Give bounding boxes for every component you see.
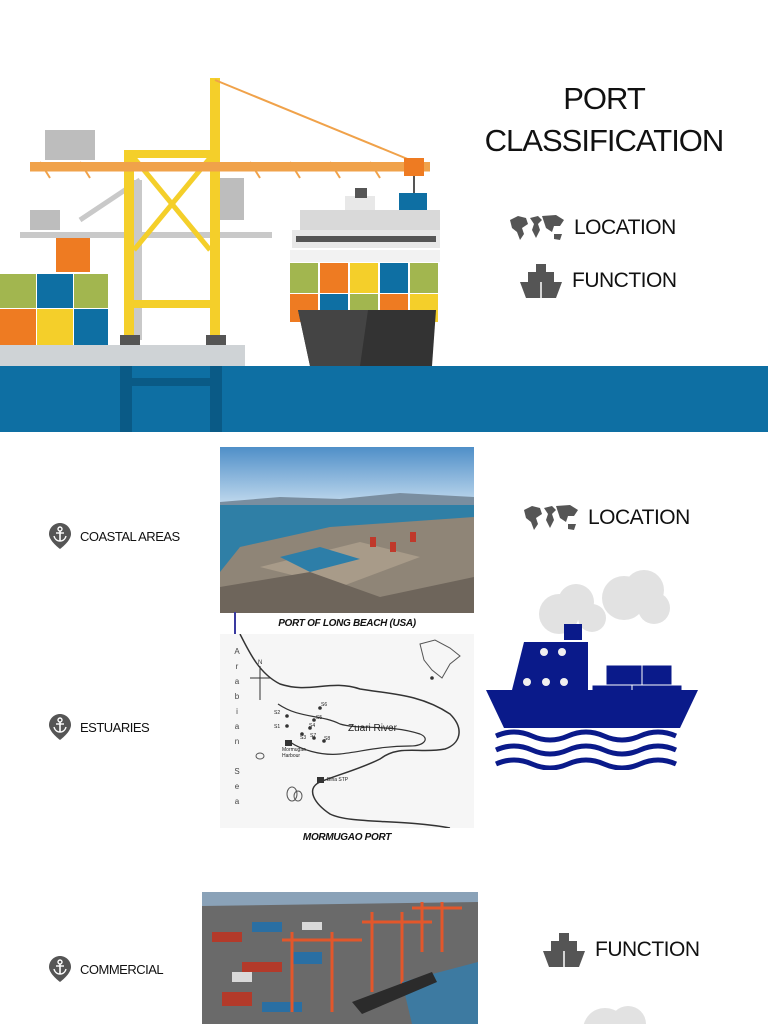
item-estuaries-label: ESTUARIES bbox=[80, 719, 150, 735]
station-label: S2 bbox=[274, 710, 281, 716]
station-label: S8 bbox=[324, 736, 331, 742]
photo-marker bbox=[234, 612, 236, 634]
sea-letter: A bbox=[234, 647, 240, 656]
sea-letter: n bbox=[234, 737, 240, 746]
item-coastal-areas-label: COASTAL AREAS bbox=[80, 528, 180, 544]
station-label: S3 bbox=[300, 735, 307, 741]
station-label: S1 bbox=[274, 724, 281, 730]
station-label: S7 bbox=[310, 733, 317, 739]
mormugao-map: N A r a b i a n S e a Zuari River Mormug… bbox=[220, 633, 474, 829]
commercial-port-photo bbox=[202, 892, 478, 1024]
item-commercial: COMMERCIAL bbox=[48, 955, 164, 983]
item-commercial-label: COMMERCIAL bbox=[80, 961, 164, 977]
ship-icon bbox=[543, 933, 585, 967]
anchor-icon bbox=[49, 523, 71, 549]
item-coastal-areas: COASTAL AREAS bbox=[48, 522, 180, 550]
dock bbox=[0, 345, 245, 366]
port-illustration bbox=[0, 78, 768, 432]
map-river-label: Zuari River bbox=[348, 723, 397, 734]
crane-leg-right bbox=[210, 78, 220, 340]
sea-band bbox=[0, 366, 768, 432]
page-title: PORT CLASSIFICATION bbox=[470, 78, 738, 162]
function-heading-label: FUNCTION bbox=[595, 938, 700, 961]
item-estuaries: ESTUARIES bbox=[48, 713, 150, 741]
location-heading-label: LOCATION bbox=[588, 506, 690, 529]
sea-letter: a bbox=[234, 797, 240, 806]
crane-boom bbox=[30, 162, 430, 170]
legend-function-label: FUNCTION bbox=[572, 269, 677, 292]
map-sea-label: A r a b i a n S e a bbox=[232, 644, 242, 809]
title-line-1: PORT bbox=[563, 81, 646, 116]
location-heading: LOCATION bbox=[522, 502, 690, 534]
ship-icon bbox=[520, 264, 562, 298]
caption-mormugao: MORMUGAO PORT bbox=[302, 832, 392, 843]
svg-text:N: N bbox=[258, 660, 262, 666]
anchor-icon bbox=[49, 956, 71, 982]
sea-letter: a bbox=[234, 722, 240, 731]
sea-letter: a bbox=[234, 677, 240, 686]
legend-location: LOCATION bbox=[508, 212, 676, 244]
map-stp-label: Bina STP bbox=[327, 777, 349, 783]
title-line-2: CLASSIFICATION bbox=[484, 123, 725, 158]
station-label: S6 bbox=[321, 702, 328, 708]
world-map-icon bbox=[510, 215, 564, 240]
crane-leg-left bbox=[124, 150, 134, 340]
sea-letter: S bbox=[234, 767, 240, 776]
map-harbour-label: Mormugao Harbour bbox=[282, 747, 306, 759]
caption-long-beach: PORT OF LONG BEACH (USA) bbox=[278, 618, 416, 629]
station-label: S4 bbox=[309, 723, 316, 729]
legend-location-label: LOCATION bbox=[574, 216, 676, 239]
anchor-icon bbox=[49, 714, 71, 740]
world-map-icon bbox=[524, 505, 578, 530]
sea-letter: r bbox=[235, 662, 239, 671]
sea-letter: b bbox=[234, 692, 240, 701]
cargo-ship-clipart bbox=[486, 570, 698, 770]
long-beach-photo bbox=[220, 447, 474, 613]
sea-letter: e bbox=[234, 782, 240, 791]
sea-letter: i bbox=[236, 707, 238, 716]
legend-function: FUNCTION bbox=[518, 262, 677, 300]
station-label: S5 bbox=[316, 715, 323, 721]
cloud-decoration bbox=[583, 1006, 646, 1024]
function-heading: FUNCTION bbox=[541, 931, 700, 969]
